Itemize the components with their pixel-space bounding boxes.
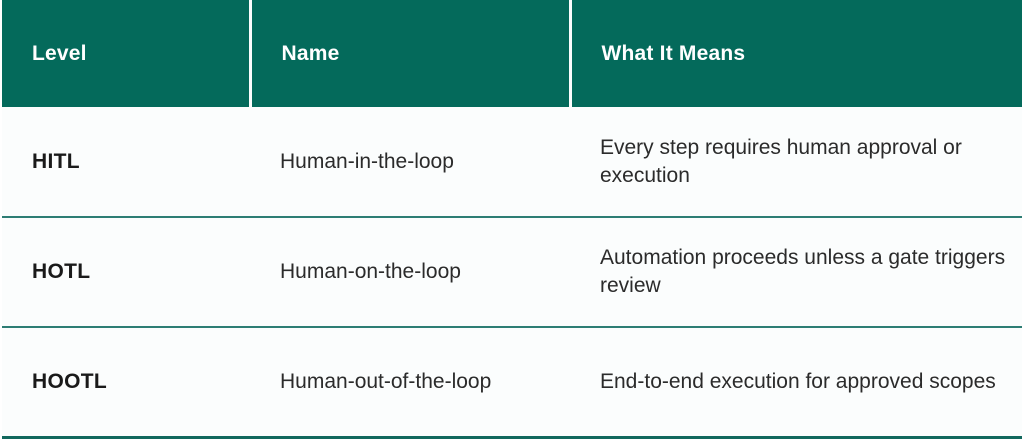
table-header: Level Name What It Means bbox=[2, 0, 1022, 107]
cell-what-it-means: End-to-end execution for approved scopes bbox=[570, 327, 1022, 439]
cell-what-it-means: Every step requires human approval or ex… bbox=[570, 107, 1022, 218]
cell-level: HOOTL bbox=[2, 327, 250, 439]
table-body: HITL Human-in-the-loop Every step requir… bbox=[2, 107, 1022, 439]
cell-level: HITL bbox=[2, 107, 250, 218]
cell-level: HOTL bbox=[2, 217, 250, 328]
cell-name: Human-out-of-the-loop bbox=[250, 327, 570, 439]
cell-name: Human-on-the-loop bbox=[250, 217, 570, 328]
column-header-level: Level bbox=[2, 0, 252, 107]
column-header-what-it-means: What It Means bbox=[570, 0, 1022, 107]
table-row: HOOTL Human-out-of-the-loop End-to-end e… bbox=[2, 327, 1022, 439]
cell-name: Human-in-the-loop bbox=[250, 107, 570, 218]
cell-what-it-means: Automation proceeds unless a gate trigge… bbox=[570, 217, 1022, 328]
table-row: HOTL Human-on-the-loop Automation procee… bbox=[2, 217, 1022, 328]
column-header-name: Name bbox=[250, 0, 572, 107]
table-header-row: Level Name What It Means bbox=[2, 0, 1022, 107]
table-row: HITL Human-in-the-loop Every step requir… bbox=[2, 107, 1022, 218]
